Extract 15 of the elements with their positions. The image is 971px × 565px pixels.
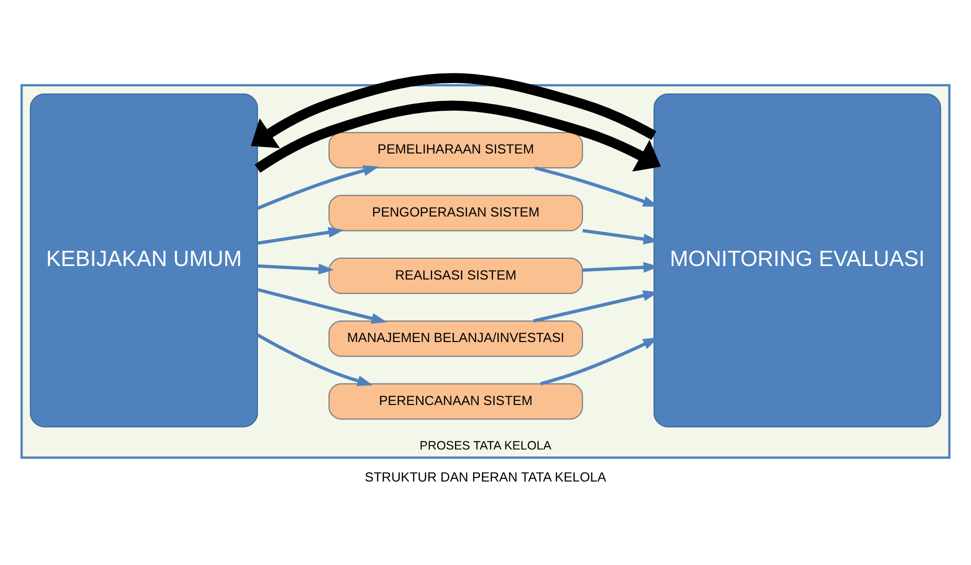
- node-box: KEBIJAKAN UMUM: [30, 92, 258, 427]
- arrow: [254, 100, 661, 172]
- node-box: PENGOPERASIAN SISTEM: [328, 194, 583, 231]
- caption: STRUKTUR DAN PERAN TATA KELOLA: [364, 468, 606, 484]
- arrow: [256, 333, 373, 386]
- arrow: [257, 288, 388, 324]
- arrow: [257, 226, 344, 244]
- node-box: MONITORING EVALUASI: [654, 92, 942, 427]
- arrow: [250, 72, 656, 148]
- node-box: MANAJEMEN BELANJA/INVESTASI: [328, 320, 583, 356]
- node-box: REALISASI SISTEM: [328, 257, 583, 294]
- node-box: PERENCANAAN SISTEM: [328, 382, 583, 420]
- arrow: [258, 263, 334, 274]
- node-box: PEMELIHARAAN SISTEM: [328, 132, 583, 168]
- arrow: [257, 164, 379, 210]
